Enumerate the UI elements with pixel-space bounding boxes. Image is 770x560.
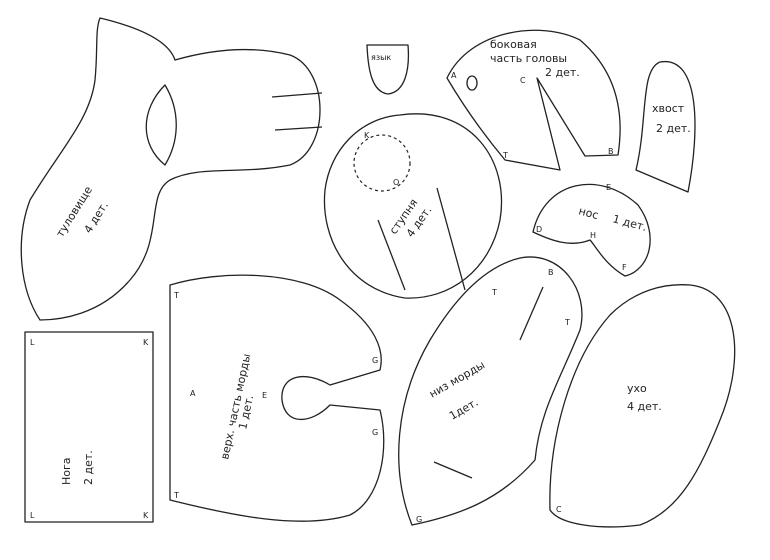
mark-g-2: G bbox=[372, 428, 378, 437]
mark-k-3: K bbox=[143, 511, 149, 520]
piece-tongue: язык bbox=[366, 44, 410, 95]
mark-c: C bbox=[520, 76, 526, 85]
head-side-count: 2 дет. bbox=[545, 66, 580, 79]
leg-label: Нога bbox=[60, 457, 73, 485]
piece-foot: K O ступня 4 дет. bbox=[323, 113, 503, 299]
head-side-label-2: часть головы bbox=[490, 52, 567, 65]
mark-a-2: A bbox=[190, 389, 196, 398]
mark-t-4: T bbox=[491, 288, 497, 297]
head-side-label-1: боковая bbox=[490, 38, 537, 51]
mark-h: H bbox=[590, 231, 596, 240]
mark-g: G bbox=[372, 356, 378, 365]
tongue-label: язык bbox=[371, 53, 391, 62]
ear-count: 4 дет. bbox=[627, 400, 662, 413]
mark-a: A bbox=[451, 71, 457, 80]
mark-t-3: T bbox=[173, 491, 179, 500]
mark-b: B bbox=[608, 147, 614, 156]
mark-k-2: K bbox=[143, 338, 149, 347]
mark-l-2: L bbox=[30, 511, 35, 520]
piece-tail: хвост 2 дет. bbox=[635, 61, 696, 193]
nose-label: нос bbox=[577, 204, 600, 222]
piece-body: туловище 4 дет. bbox=[20, 17, 323, 321]
piece-muzzle-top: T T A E G G верх. часть морды 1 дет. bbox=[169, 274, 385, 522]
piece-ear: C ухо 4 дет. bbox=[549, 284, 736, 528]
mark-t: T bbox=[502, 151, 508, 160]
mark-g-3: G bbox=[416, 515, 422, 524]
mark-c-2: C bbox=[556, 505, 562, 514]
mark-e-2: E bbox=[262, 391, 267, 400]
mark-t-2: T bbox=[173, 291, 179, 300]
mark-t-5: T bbox=[564, 318, 570, 327]
mark-l: L bbox=[30, 338, 35, 347]
mark-f: F bbox=[622, 263, 627, 272]
mark-e: E bbox=[606, 183, 611, 192]
mark-o: O bbox=[393, 178, 399, 187]
mark-k: K bbox=[364, 131, 370, 140]
ear-label: ухо bbox=[627, 382, 647, 395]
leg-count: 2 дет. bbox=[82, 450, 95, 485]
nose-count: 1 дет. bbox=[611, 212, 648, 234]
tail-label: хвост bbox=[652, 102, 685, 115]
mark-b-2: B bbox=[548, 268, 554, 277]
muzzle-bottom-label: низ морды bbox=[427, 358, 487, 400]
mark-d: D bbox=[536, 225, 542, 234]
piece-head-side: боковая часть головы 2 дет. A C T B bbox=[446, 29, 621, 171]
piece-leg: L K L K Нога 2 дет. bbox=[24, 331, 154, 523]
tail-count: 2 дет. bbox=[656, 122, 691, 135]
muzzle-bottom-count: 1дет. bbox=[447, 396, 481, 423]
